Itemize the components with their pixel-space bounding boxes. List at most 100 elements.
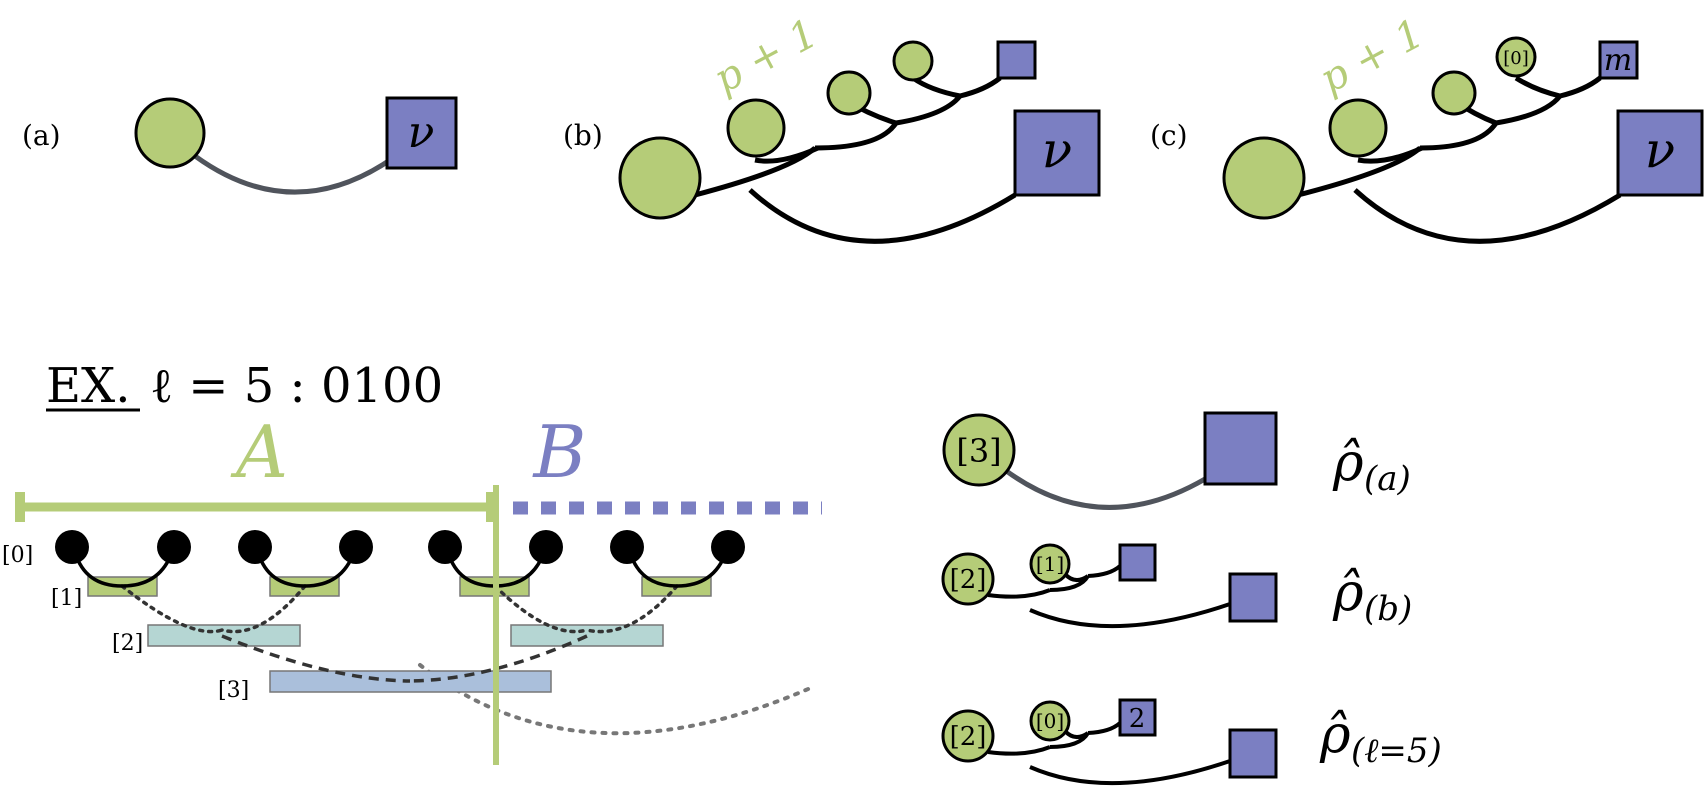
panel-b-link-6 bbox=[911, 75, 961, 99]
long-dotted-link bbox=[418, 663, 817, 736]
legend-a-square bbox=[1203, 411, 1278, 486]
legend-b-link-1 bbox=[987, 588, 1051, 599]
panel-b-p-label: p + 1 bbox=[707, 10, 826, 102]
panel-b-root-node bbox=[618, 136, 702, 220]
panel-c-label: (c) bbox=[1150, 119, 1188, 152]
site-8 bbox=[711, 530, 745, 564]
dotted-l1-2 bbox=[220, 584, 307, 634]
pair-link-4 bbox=[628, 551, 728, 588]
site-4 bbox=[339, 530, 373, 564]
panel-c-link-long bbox=[1353, 188, 1622, 244]
panel-c-root-node bbox=[1222, 136, 1306, 220]
legend-row-l5: [2] [0] 2 ρ̂ (ℓ=5) bbox=[941, 698, 1442, 786]
example-panel: EX. ℓ = 5 : 0100 A B bbox=[2, 358, 822, 765]
legend-c-link-4 bbox=[1087, 721, 1122, 735]
panel-c-nu-square bbox=[1616, 109, 1704, 197]
panel-b-nu-label: ν bbox=[1042, 121, 1072, 179]
panel-b-nu-square bbox=[1013, 109, 1101, 197]
legend-c-circle-1 bbox=[941, 709, 995, 763]
legend-b-link-long bbox=[1029, 602, 1231, 629]
panel-c-link-2 bbox=[1357, 145, 1424, 164]
legend-a-sub: (a) bbox=[1364, 459, 1411, 499]
legend-b-circle-1 bbox=[941, 552, 995, 606]
panel-a: (a) ν bbox=[22, 96, 458, 195]
legend-b-rho: ρ̂ bbox=[1332, 563, 1364, 623]
panel-c-link-7 bbox=[1559, 76, 1602, 99]
legend-a-link bbox=[1003, 467, 1207, 510]
site-7 bbox=[610, 530, 644, 564]
panel-a-blue-square bbox=[385, 96, 458, 170]
legend-c-link-long bbox=[1029, 759, 1231, 786]
panel-c-m-square bbox=[1598, 40, 1639, 80]
panel-b-link-long bbox=[748, 188, 1017, 244]
panel-a-label: (a) bbox=[22, 119, 61, 152]
dotted-l1-1 bbox=[120, 584, 224, 634]
legend-b-circle-1-label: [2] bbox=[950, 565, 987, 595]
region-a-right-cap bbox=[486, 492, 496, 522]
panel-c-p-label: p + 1 bbox=[1313, 10, 1432, 102]
panel-c-zero-label: [0] bbox=[1503, 48, 1529, 69]
legend-b-sub: (b) bbox=[1364, 589, 1412, 629]
dotted-l1-3 bbox=[493, 584, 589, 634]
panel-b: (b) ν p + 1 bbox=[563, 10, 1101, 244]
legend-row-a: [3] ρ̂ (a) bbox=[942, 411, 1411, 510]
legend-row-b: [2] [1] ρ̂ (b) bbox=[941, 543, 1412, 629]
pair-link-1 bbox=[73, 551, 174, 588]
legend-c-small-square-label: 2 bbox=[1129, 704, 1146, 734]
panel-c-m-label: m bbox=[1604, 43, 1632, 78]
legend-c-square bbox=[1228, 728, 1278, 779]
legend-c-sub: (ℓ=5) bbox=[1351, 731, 1442, 771]
level2-box-2 bbox=[510, 624, 664, 647]
panel-b-link-7 bbox=[959, 76, 1002, 99]
level-label-3: [3] bbox=[218, 678, 249, 703]
panel-c-link-5 bbox=[1495, 94, 1562, 126]
region-a-label: A bbox=[230, 410, 288, 494]
level-label-2: [2] bbox=[112, 631, 143, 656]
region-b-label: B bbox=[532, 410, 587, 494]
legend-c-circle-1-label: [2] bbox=[950, 722, 987, 752]
legend-c-link-3 bbox=[1063, 729, 1090, 739]
site-6 bbox=[529, 530, 563, 564]
panel-b-node-4 bbox=[892, 40, 934, 82]
site-1 bbox=[55, 530, 89, 564]
panel-c: (c) [0] m ν p + 1 bbox=[1150, 10, 1704, 244]
panel-b-link-2 bbox=[754, 145, 820, 164]
legend-c-rho: ρ̂ bbox=[1319, 705, 1351, 765]
legend-b-square bbox=[1228, 572, 1278, 623]
panel-c-link-3 bbox=[1419, 121, 1499, 151]
legend-b-link-3 bbox=[1063, 572, 1090, 582]
legend-a-circle bbox=[942, 413, 1016, 487]
panel-b-link-3 bbox=[814, 121, 899, 151]
legend-b-circle-2-label: [1] bbox=[1036, 552, 1064, 576]
pair-link-2 bbox=[256, 551, 356, 588]
panel-a-link bbox=[193, 153, 389, 195]
panel-a-green-node bbox=[134, 97, 206, 169]
legend-a-rho: ρ̂ bbox=[1332, 433, 1364, 493]
dashed-l2-2 bbox=[409, 634, 588, 683]
legend-c-circle-2 bbox=[1029, 700, 1071, 742]
legend-a-circle-label: [3] bbox=[956, 432, 1001, 470]
legend: [3] ρ̂ (a) [2] [1] ρ̂ (b) bbox=[941, 411, 1442, 786]
panel-c-nu-label: ν bbox=[1645, 121, 1675, 179]
ex-equation: ℓ = 5 : 0100 bbox=[150, 358, 443, 414]
legend-b-link-4 bbox=[1087, 564, 1122, 578]
panel-c-node-2 bbox=[1328, 98, 1388, 158]
panel-b-small-square bbox=[996, 40, 1037, 80]
ex-label: EX. bbox=[46, 358, 130, 414]
legend-b-circle-2 bbox=[1029, 543, 1071, 585]
panel-c-node-3 bbox=[1431, 70, 1477, 116]
level3-box bbox=[269, 670, 552, 693]
legend-c-small-square bbox=[1118, 698, 1157, 737]
site-3 bbox=[238, 530, 272, 564]
panel-b-node-2 bbox=[726, 98, 786, 158]
dashed-l2-1 bbox=[221, 634, 411, 683]
site-2 bbox=[157, 530, 191, 564]
panel-b-label: (b) bbox=[563, 119, 603, 152]
panel-c-link-6 bbox=[1514, 75, 1561, 99]
site-5 bbox=[428, 530, 462, 564]
panel-b-node-3 bbox=[826, 70, 872, 116]
legend-c-circle-2-label: [0] bbox=[1036, 709, 1064, 733]
panel-a-nu-label: ν bbox=[408, 107, 435, 158]
level-label-1: [1] bbox=[51, 586, 82, 611]
legend-c-link-1 bbox=[987, 745, 1051, 756]
